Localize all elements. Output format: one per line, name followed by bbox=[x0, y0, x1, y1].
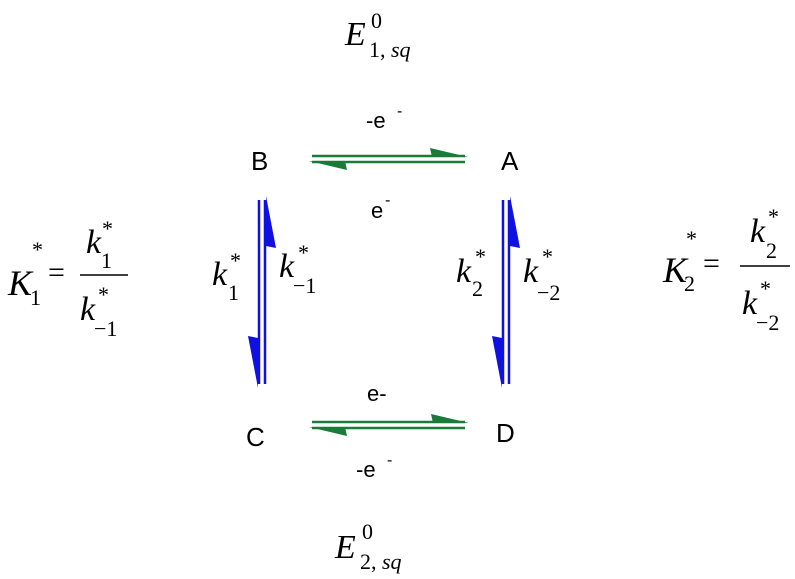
right-up-arrow-head bbox=[510, 196, 520, 248]
top-upper-electron-text: -e bbox=[366, 108, 386, 133]
species-d: D bbox=[496, 418, 515, 448]
K1-numerator-subscript: 1 bbox=[101, 248, 112, 273]
rate-constant-right-forward: k * 2 bbox=[456, 244, 486, 301]
k-2-subscript: −2 bbox=[537, 280, 560, 305]
K1-symbol: K bbox=[7, 263, 34, 303]
right-down-arrow-head bbox=[492, 336, 502, 388]
K2-superscript: * bbox=[686, 226, 697, 251]
potential-top: E 0 1, sq bbox=[344, 8, 411, 62]
species-c: C bbox=[246, 422, 265, 452]
top-lower-electron-text: e bbox=[371, 198, 383, 223]
K2-denominator-superscript: * bbox=[760, 276, 771, 301]
K1-superscript: * bbox=[32, 237, 43, 262]
k-1-subscript: −1 bbox=[293, 273, 316, 298]
bottom-lower-electron-text: -e bbox=[356, 457, 376, 482]
K1-numerator-symbol: k bbox=[86, 224, 102, 261]
left-chemical-arrows bbox=[248, 196, 276, 388]
bottom-redox-arrows bbox=[309, 414, 469, 436]
K1-denominator-superscript: * bbox=[98, 282, 109, 307]
equilibrium-left: K * 1 = k * 1 k * −1 bbox=[7, 216, 128, 341]
top-reverse-arrow-head bbox=[309, 161, 347, 170]
K2-denominator-subscript: −2 bbox=[756, 310, 779, 335]
k-2-superscript: * bbox=[542, 244, 553, 269]
k2-symbol: k bbox=[456, 253, 472, 290]
K1-subscript: 1 bbox=[30, 285, 41, 310]
bottom-upper-electron-text: e- bbox=[367, 381, 387, 406]
K2-subscript: 2 bbox=[684, 271, 695, 296]
rate-constant-left-forward: k * 1 bbox=[212, 248, 241, 305]
K2-denominator-symbol: k bbox=[742, 285, 758, 322]
potential-bottom-subscript-num: 2, bbox=[360, 549, 377, 574]
top-forward-arrow-head bbox=[430, 148, 468, 157]
K2-numerator-symbol: k bbox=[750, 213, 766, 250]
bottom-oxidation-label: -e - bbox=[356, 452, 392, 482]
top-upper-electron-minus: - bbox=[397, 103, 402, 120]
k2-superscript: * bbox=[475, 244, 486, 269]
left-down-arrow-head bbox=[248, 336, 258, 388]
potential-bottom: E 0 2, sq bbox=[334, 519, 402, 574]
potential-top-subscript-num: 1, bbox=[369, 37, 386, 62]
K2-numerator-subscript: 2 bbox=[766, 238, 777, 263]
k1-subscript: 1 bbox=[228, 280, 239, 305]
rate-constant-left-reverse: k * −1 bbox=[279, 240, 316, 298]
potential-top-superscript: 0 bbox=[371, 8, 382, 33]
species-a: A bbox=[501, 146, 519, 176]
rate-constant-right-reverse: k * −2 bbox=[523, 244, 560, 305]
potential-top-symbol: E bbox=[344, 16, 366, 53]
k1-symbol: k bbox=[212, 256, 228, 293]
potential-bottom-symbol: E bbox=[334, 529, 356, 566]
potential-bottom-superscript: 0 bbox=[362, 519, 373, 544]
left-up-arrow-head bbox=[266, 196, 276, 248]
K1-denominator-subscript: −1 bbox=[94, 316, 117, 341]
K1-denominator-symbol: k bbox=[80, 291, 96, 328]
bottom-reduction-label: e- bbox=[367, 381, 387, 406]
potential-bottom-subscript-sym: sq bbox=[382, 549, 402, 574]
k-2-symbol: k bbox=[523, 253, 539, 290]
K1-numerator-superscript: * bbox=[102, 216, 113, 241]
k-1-superscript: * bbox=[298, 240, 309, 265]
k-1-symbol: k bbox=[279, 248, 295, 285]
potential-top-subscript-sym: sq bbox=[391, 37, 411, 62]
K2-equals: = bbox=[703, 247, 720, 280]
bottom-forward-arrow-head bbox=[431, 414, 469, 423]
top-reduction-label: e - bbox=[371, 192, 390, 223]
K2-symbol: K bbox=[662, 250, 689, 290]
top-redox-arrows bbox=[309, 148, 468, 170]
right-chemical-arrows bbox=[492, 196, 520, 388]
species-b: B bbox=[251, 146, 268, 176]
top-oxidation-label: -e - bbox=[366, 103, 402, 133]
equilibrium-right: K * 2 = k * 2 k * −2 bbox=[662, 204, 790, 335]
top-lower-electron-minus: - bbox=[385, 192, 390, 209]
bottom-lower-electron-minus: - bbox=[387, 452, 392, 469]
k1-superscript: * bbox=[230, 248, 241, 273]
K1-equals: = bbox=[48, 256, 65, 289]
bottom-reverse-arrow-head bbox=[309, 427, 347, 436]
K2-numerator-superscript: * bbox=[768, 204, 779, 229]
k2-subscript: 2 bbox=[472, 276, 483, 301]
